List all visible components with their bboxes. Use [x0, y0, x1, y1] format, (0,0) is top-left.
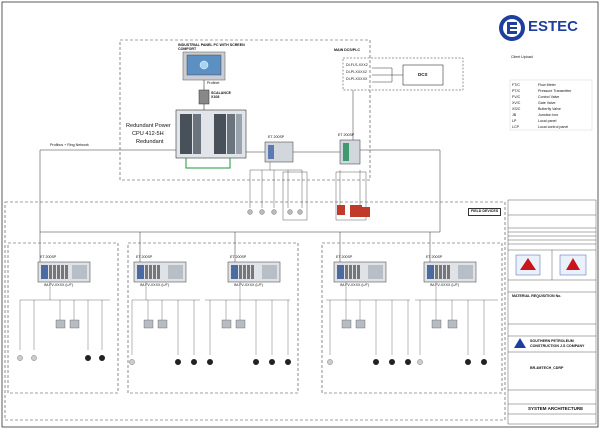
red-valve-3: [362, 207, 370, 217]
field-zone-3: [321, 242, 503, 394]
red-valve-1: [337, 205, 345, 215]
remote-io-5-label: ET 200SP: [426, 255, 443, 259]
remote-io-3-label: ET 200SP: [230, 255, 247, 259]
instrument-group-box: [282, 171, 308, 221]
control-room-box: [119, 39, 371, 181]
red-valve-2: [350, 205, 362, 217]
drawing-number: BR-4MTECH_CDRP: [530, 366, 564, 370]
estec-logo-text: ESTEC: [528, 18, 579, 35]
company-name-line1: SOUTHERN PETROLEUM: [530, 339, 574, 343]
et200-label-cr-2: ET 200SP: [338, 133, 355, 137]
hmi-screen-logo-icon: [199, 60, 209, 70]
legend-desc-0: Flow Meter: [538, 83, 556, 87]
remote-io-1-tag: IM-FV-XXXX (L/F): [44, 283, 73, 287]
control-room-instruments: [247, 205, 370, 217]
remote-io-4-label: ET 200SP: [336, 255, 353, 259]
et200-cabinet-1-head: [268, 145, 274, 159]
remote-io-3-tag: IM-FV-XXXX (L/F): [234, 283, 263, 287]
cpu-module-4: [227, 114, 235, 154]
dcs-signal-2: DI-PI-XXXX2: [346, 70, 367, 74]
dcs-area: [342, 57, 464, 91]
client-upload-label: Client Upload: [511, 55, 533, 59]
legend-code-0: FT/C: [512, 83, 520, 87]
legend-code-5: JB: [512, 113, 517, 117]
field-zone-1: [7, 242, 119, 394]
remote-io-4: [333, 261, 387, 283]
cpu-module-5: [236, 114, 242, 154]
control-room-drops: [249, 162, 361, 208]
cpu-module-2: [193, 114, 201, 154]
valve-group-box: [335, 171, 367, 221]
legend-code-3: XV/C: [512, 101, 521, 105]
field-wiring: [19, 282, 498, 355]
legend-desc-7: Local control panel: [538, 125, 569, 129]
cpu-label-line3: Redundant: [136, 139, 164, 145]
dcs-signal-3: DI-PI-XXXXX: [346, 77, 368, 81]
legend-code-7: LCP: [512, 125, 519, 129]
et200-cabinet-2-head: [343, 143, 349, 161]
remote-io-1-label: ET 200SP: [40, 255, 57, 259]
remote-io-2: [133, 261, 187, 283]
title-block: [507, 199, 597, 425]
scalance-label: SCALANCE X108: [211, 91, 231, 99]
profinet-label: Profinet: [207, 81, 220, 85]
et200-label-cr: ET 200SP: [268, 135, 285, 139]
field-area-box: [4, 201, 506, 421]
client-logo-2-flame-icon: [566, 258, 580, 270]
remote-io-2-label: ET 200SP: [136, 255, 153, 259]
cpu-label-line1: Redundant Power: [126, 123, 171, 129]
southern-logo-icon: [514, 338, 526, 348]
remote-io-2-tag: IM-FV-XXXX (L/F): [140, 283, 169, 287]
estec-logo-letter: [507, 22, 517, 34]
legend-box: [509, 79, 593, 131]
field-zone-2: [127, 242, 299, 394]
redundancy-cable: [185, 158, 231, 169]
profibus-label: Profibus + Ring Network: [50, 143, 89, 147]
remote-io-5-tag: IM-FV-XXXX (L/F): [430, 283, 459, 287]
legend-code-2: FV/C: [512, 95, 521, 99]
client-logo-1-flame-icon: [520, 258, 536, 270]
cpu-module-3: [214, 114, 226, 154]
hmi-label: INDUSTRIAL PANEL PC WITH SCREEN COMFORT: [178, 43, 245, 51]
remote-io-5: [423, 261, 477, 283]
field-valves: [17, 355, 487, 365]
legend-desc-1: Pressure Transmitter: [538, 89, 572, 93]
cpu-label-line2: CPU 412-5H: [132, 131, 164, 137]
dcs-signal-1: DI-FLS-XXX2: [346, 63, 368, 67]
drawing-title: SYSTEM ARCHITECTURE: [528, 406, 584, 411]
legend-desc-2: Control Valve: [538, 95, 560, 99]
dcs-area-title: MAIN DCS/PLC: [334, 48, 360, 52]
company-name-line2: CONSTRUCTION J.S COMPANY: [530, 344, 585, 348]
legend-desc-3: Gate Valve: [538, 101, 556, 105]
material-requisition: MATERIAL REQUISITION No.: [512, 294, 562, 298]
legend-desc-6: Local panel: [538, 119, 557, 123]
dcs-label: DCS: [418, 72, 428, 77]
legend-code-1: PT/C: [512, 89, 521, 93]
remote-io-4-tag: IM-FV-XXXX (L/F): [340, 283, 369, 287]
legend-code-6: LP: [512, 119, 517, 123]
scalance-switch: [198, 89, 210, 105]
estec-logo-letter-cut1: [510, 25, 517, 27]
remote-io-3: [227, 261, 281, 283]
estec-logo-letter-cut2: [510, 29, 517, 31]
cpu-module-1: [180, 114, 192, 154]
remote-io-1: [37, 261, 91, 283]
legend-desc-5: Junction box: [538, 113, 559, 117]
field-devices-title: FIELD DEVICES: [468, 208, 502, 216]
legend-code-4: XS/C: [512, 107, 521, 111]
junction-boxes: [55, 319, 458, 329]
legend-desc-4: Butterfly Valve: [538, 107, 561, 111]
